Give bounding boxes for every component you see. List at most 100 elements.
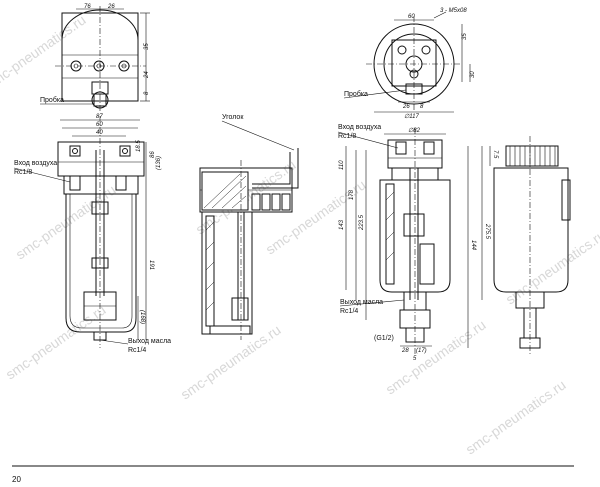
left-head-bolt (72, 148, 78, 154)
right-front-view: ∅82 110 143 178 223.5 28 (17) 5 (337, 124, 451, 362)
left-bowl-inner (69, 194, 133, 329)
dim-275: 275.5 (484, 223, 490, 240)
hatch (205, 261, 215, 271)
right-top-hole (397, 45, 407, 55)
dim-holes: 3 - M5x08 (440, 8, 467, 14)
label-probka-left: Пробка (40, 96, 64, 104)
dim-60-right: 60 (408, 14, 415, 20)
dim-8-right: 8 (420, 104, 424, 110)
hatch (385, 251, 395, 261)
label-probka-right: Пробка (344, 90, 368, 98)
watermark-text: smc-pneumatics.ru (383, 317, 489, 398)
mid-fin (281, 193, 291, 211)
left-inlet-port (115, 175, 127, 191)
leader-line (337, 131, 399, 149)
hatch (205, 281, 215, 291)
watermark-text: smc-pneumatics.ru (263, 177, 369, 258)
left-top-view: 76 26 35 24 8 Пробка (40, 4, 150, 112)
dim-168: (168) (139, 310, 145, 324)
right-top-view: 60 3 - M5x08 35 30 26 8 ∅117 Пробка (343, 8, 476, 120)
hatch (231, 195, 247, 209)
dim-110: 110 (339, 160, 345, 170)
left-neck (63, 175, 139, 195)
dim-60: 60 (96, 122, 103, 128)
watermark-text: smc-pneumatics.ru (0, 12, 89, 93)
mid-bottom (209, 325, 251, 335)
dim-223: 223.5 (359, 214, 365, 231)
label-outlet-right: Выход масла (340, 299, 383, 306)
left-head-fitting (119, 145, 131, 157)
right-head-fitting (423, 141, 435, 155)
dim-178: 178 (349, 189, 355, 200)
label-outlet-left-thread: Rc1/4 (128, 347, 146, 354)
mid-fin (251, 193, 261, 211)
bracket (252, 148, 299, 189)
right-bowl-gauge (385, 183, 395, 285)
label-inlet-left: Вход воздуха (14, 160, 57, 167)
dim-8: 8 (144, 91, 150, 95)
leader-line (433, 11, 447, 19)
hatch (205, 301, 215, 311)
label-thread-g: (G1/2) (374, 335, 394, 342)
right-bowl (379, 179, 451, 293)
far-right-side-view: 144 275.5 7.5 (467, 136, 571, 356)
watermark-text: smc-pneumatics.ru (503, 227, 600, 308)
watermark-text: smc-pneumatics.ru (463, 377, 569, 458)
dim-30-right: 30 (470, 71, 476, 78)
left-front-head (57, 141, 145, 177)
dim-87: 87 (96, 114, 103, 120)
label-inlet-right-thread: Rc1/8 (338, 133, 356, 140)
hatch (205, 241, 215, 251)
bracket-inner (252, 152, 291, 185)
left-front-view: 87 60 40 191 (168) 18.5 86 (13, 114, 171, 354)
dim-86: 86 (150, 151, 156, 158)
label-inlet-right: Вход воздуха (338, 124, 381, 131)
dim-35: 35 (144, 43, 150, 50)
dim-26-right: 26 (402, 104, 410, 110)
hatch (203, 173, 241, 209)
hatch (205, 221, 215, 231)
right-top-hole (421, 45, 431, 55)
page-number: 20 (12, 475, 21, 484)
hatch (385, 211, 395, 221)
side-tab (561, 179, 571, 221)
dim-26: 26 (107, 4, 115, 10)
left-inlet-port (69, 175, 81, 191)
middle-section-view: Уголок (199, 114, 299, 340)
leader-line (99, 339, 129, 345)
leader-line (13, 167, 71, 183)
mid-fin (261, 193, 271, 211)
left-top-body (61, 12, 139, 102)
label-outlet-left: Выход масла (128, 338, 171, 345)
right-top-hole (409, 69, 419, 79)
watermark-layer: smc-pneumatics.ru smc-pneumatics.ru smc-… (0, 12, 600, 458)
hatch (385, 191, 395, 201)
leader-line (343, 89, 407, 99)
dim-5: 5 (413, 356, 417, 362)
watermark-text: smc-pneumatics.ru (3, 302, 109, 383)
dim-191: 191 (148, 260, 154, 270)
mid-fin (271, 193, 281, 211)
side-body (493, 167, 569, 293)
label-outlet-right-thread: Rc1/4 (340, 308, 358, 315)
label-inlet-left-thread: Rc1/8 (14, 169, 32, 176)
mid-float (231, 297, 249, 321)
dim-82: ∅82 (408, 127, 421, 134)
dim-136: (136) (156, 156, 162, 170)
side-cap-knurl (509, 146, 556, 166)
right-head-fitting (395, 141, 407, 155)
dim-7-5: 7.5 (492, 150, 498, 159)
dim-28: 28 (401, 348, 409, 354)
left-head-fitting (69, 145, 81, 157)
side-cap (505, 145, 559, 167)
dim-117: ∅117 (404, 113, 419, 120)
leader-line (221, 120, 295, 151)
label-ugolok: Уголок (222, 114, 244, 121)
hatch (385, 231, 395, 241)
dim-144: 144 (470, 240, 476, 251)
leader-line (339, 299, 405, 307)
dim-35-right: 35 (462, 33, 468, 40)
dim-143: 143 (339, 219, 345, 230)
dim-40: 40 (96, 130, 103, 136)
